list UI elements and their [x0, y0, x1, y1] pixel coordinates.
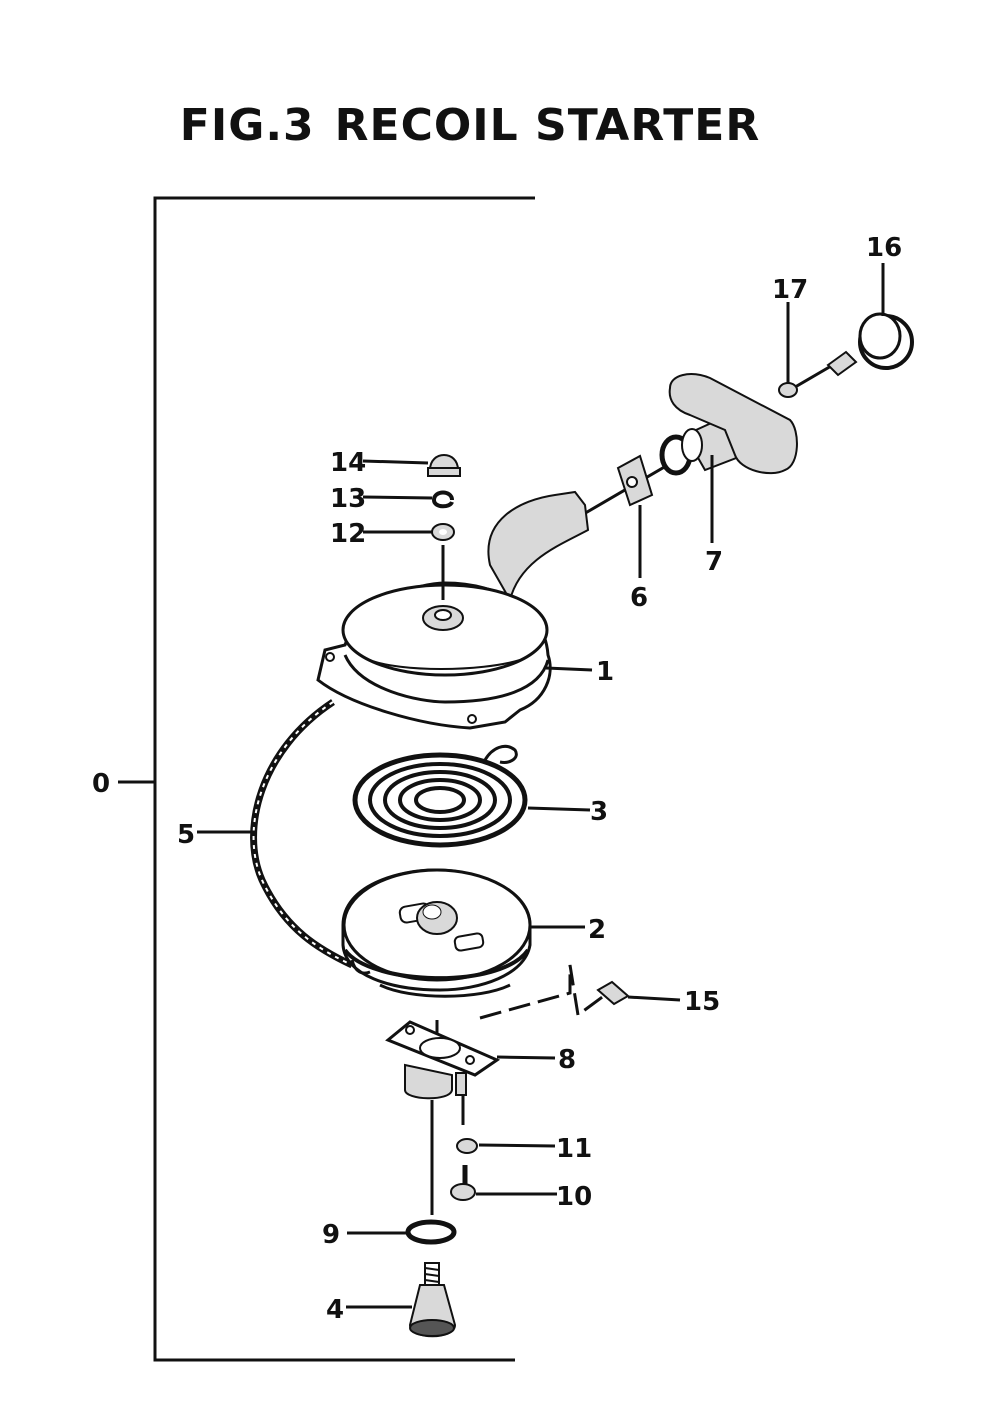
label-15: 15: [684, 987, 720, 1017]
recoil-spring: [352, 744, 528, 848]
figure-title: FIG.3 RECOIL STARTER: [0, 100, 940, 151]
label-4: 4: [326, 1295, 344, 1325]
e-ring: [431, 490, 454, 509]
label-5: 5: [177, 820, 195, 850]
center-bolt: [408, 1262, 457, 1338]
label-0: 0: [92, 769, 110, 799]
label-12: 12: [330, 519, 366, 549]
label-8: 8: [558, 1045, 576, 1075]
figure-number: FIG.3: [179, 100, 315, 151]
screw: [450, 1165, 476, 1201]
figure-name: RECOIL STARTER: [334, 100, 761, 151]
rope-knot: [826, 350, 858, 377]
label-1: 1: [596, 657, 614, 687]
cap-nut: [427, 454, 461, 477]
callout-leaders: [197, 263, 885, 1309]
starter-handle: [659, 373, 798, 476]
starter-rope: [250, 699, 354, 969]
label-13: 13: [330, 484, 366, 514]
label-2: 2: [588, 915, 606, 945]
label-10: 10: [556, 1182, 592, 1212]
label-6: 6: [630, 583, 648, 613]
clip: [596, 980, 630, 1006]
handle-cap: [858, 312, 914, 370]
label-16: 16: [866, 233, 902, 263]
label-11: 11: [556, 1134, 592, 1164]
label-14: 14: [330, 448, 366, 478]
handle-washer: [778, 382, 798, 398]
assembly-bracket: [118, 196, 535, 1362]
label-3: 3: [590, 797, 608, 827]
label-17: 17: [772, 275, 808, 305]
mounting-plate: [385, 1020, 501, 1100]
label-7: 7: [705, 547, 723, 577]
starter-case: [316, 490, 590, 730]
lock-washer: [456, 1138, 478, 1154]
washer: [405, 1219, 457, 1245]
label-9: 9: [322, 1220, 340, 1250]
rope-reel: [341, 868, 532, 998]
